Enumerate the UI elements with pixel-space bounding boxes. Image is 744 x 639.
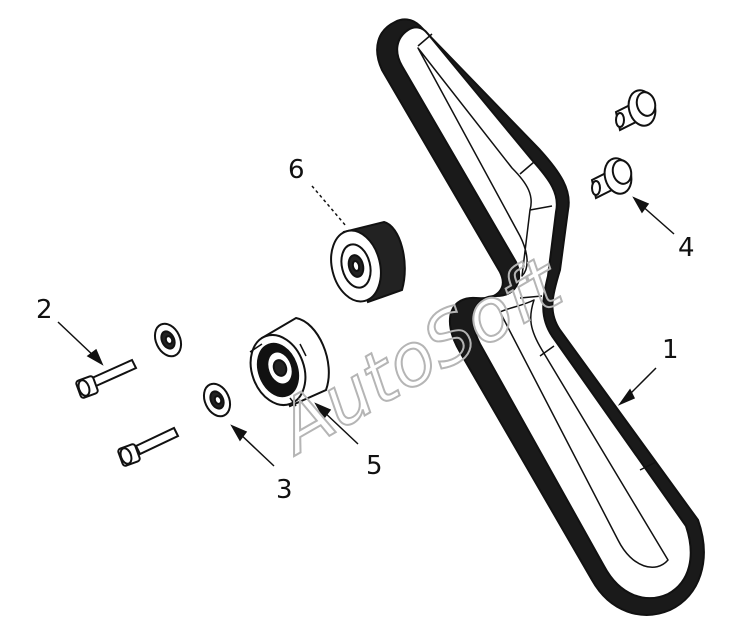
washer-upper — [153, 322, 183, 358]
callout-4: 4 — [678, 233, 695, 263]
washer-3 — [202, 382, 232, 418]
callout-3: 3 — [276, 475, 293, 505]
tensioner-pulley-5 — [249, 316, 330, 408]
callout-5: 5 — [366, 451, 383, 481]
callout-1: 1 — [662, 335, 679, 365]
leader-lines — [57, 185, 675, 467]
bolt-upper — [75, 358, 138, 399]
idler-pulley-6 — [330, 220, 406, 304]
cap-4-lower — [590, 157, 633, 200]
drive-belt — [376, 18, 705, 616]
callout-6: 6 — [288, 155, 305, 185]
bolt-lower — [117, 426, 180, 467]
cap-4-upper — [614, 89, 657, 132]
callout-2: 2 — [36, 295, 53, 325]
